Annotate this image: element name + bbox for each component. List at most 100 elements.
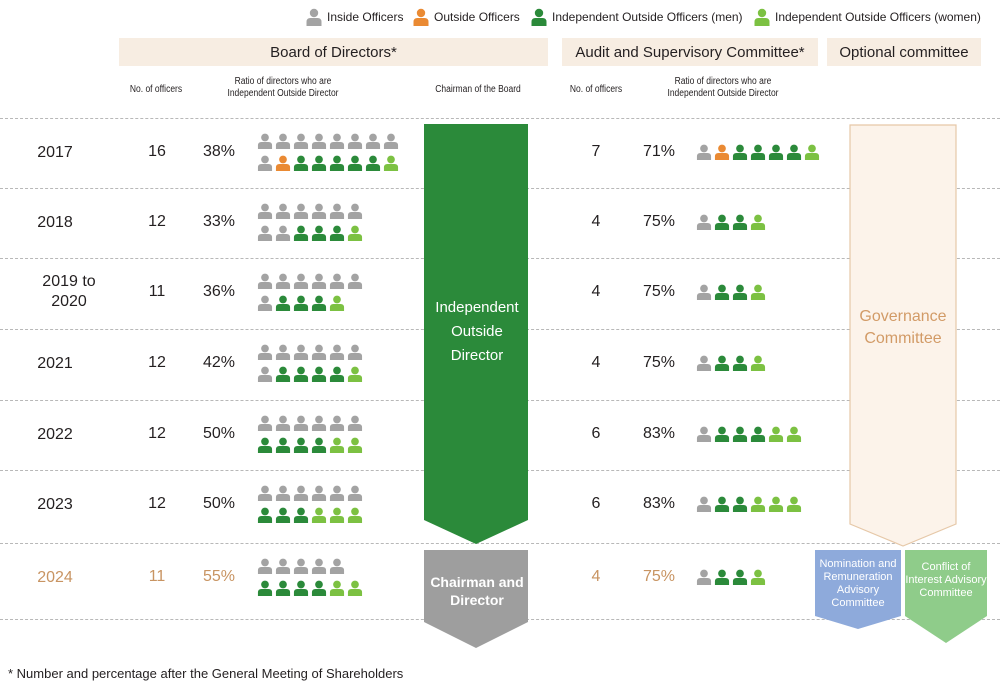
person-icon [768,144,784,165]
person-icon [347,273,363,294]
person-icon [275,155,291,176]
audit-officer-count: 4 [591,568,601,585]
person-icon [293,155,309,176]
person-icon [257,437,273,458]
person-icon [275,507,291,528]
row-year: 2023 [37,496,73,513]
person-icon [413,8,429,26]
person-icon [311,437,327,458]
person-icon [696,144,712,165]
board-independent-ratio: 50% [202,495,236,512]
person-icon [714,144,730,165]
person-icon [275,203,291,224]
person-icon [275,580,291,601]
person-icon [714,355,730,376]
person-icon [714,496,730,517]
legend-outside: Outside Officers [413,8,520,26]
person-icon [347,203,363,224]
person-icon [275,366,291,387]
audit-independent-ratio: 75% [642,283,676,300]
person-icon [293,225,309,246]
chairman-independent-label: Independent Outside Director [435,299,519,364]
board-officer-count: 16 [148,143,166,160]
board-officer-count: 12 [148,354,166,371]
audit-officer-count: 4 [591,213,601,230]
person-icon [275,558,291,579]
board-independent-ratio: 38% [202,143,236,160]
person-icon [383,155,399,176]
person-icon [257,580,273,601]
audit-independent-ratio: 83% [642,495,676,512]
audit-officer-count: 4 [591,283,601,300]
person-icon [311,344,327,365]
row-year: 2021 [37,355,73,372]
person-icon [329,558,345,579]
person-icon [311,485,327,506]
person-icon [257,415,273,436]
person-icon [257,203,273,224]
person-icon [311,366,327,387]
audit-independent-ratio: 75% [642,354,676,371]
person-icon [786,496,802,517]
person-icon [293,295,309,316]
person-icon [293,507,309,528]
person-icon [347,225,363,246]
board-independent-ratio: 33% [202,213,236,230]
person-icon [293,558,309,579]
chairman-independent-arrow [424,124,528,544]
governance-committee-label: Governance Committee [859,308,947,347]
person-icon [311,415,327,436]
row-year: 2022 [37,426,73,443]
person-icon [311,580,327,601]
person-icon [275,295,291,316]
nomination-committee-box [815,550,901,629]
person-icon [750,144,766,165]
person-icon [347,344,363,365]
person-icon [311,507,327,528]
audit-officer-count: 6 [591,425,601,442]
footnote: * Number and percentage after the Genera… [8,666,404,681]
person-icon [293,133,309,154]
row-divider [0,543,1000,544]
person-icon [329,415,345,436]
person-icon [714,426,730,447]
legend-ind-women: Independent Outside Officers (women) [754,8,981,26]
person-icon [275,344,291,365]
person-icon [383,133,399,154]
legend-label: Independent Outside Officers (men) [552,10,743,24]
person-icon [311,295,327,316]
person-icon [750,355,766,376]
person-icon [257,558,273,579]
person-icon [257,344,273,365]
person-icon [275,485,291,506]
person-icon [714,214,730,235]
legend-label: Inside Officers [327,10,404,24]
person-icon [750,214,766,235]
person-icon [531,8,547,26]
audit-officer-count: 7 [591,143,601,160]
person-icon [714,569,730,590]
person-icon [329,203,345,224]
row-year: 2019 to 2020 [42,273,96,310]
person-icon [365,155,381,176]
person-icon [329,295,345,316]
person-icon [257,155,273,176]
person-icon [347,437,363,458]
governance-committee-arrow [849,124,957,547]
person-icon [275,415,291,436]
person-icon [311,225,327,246]
board-independent-ratio: 55% [202,568,236,585]
person-icon [786,144,802,165]
legend-inside: Inside Officers [306,8,403,26]
person-icon [732,496,748,517]
person-icon [257,133,273,154]
person-icon [732,426,748,447]
person-icon [257,273,273,294]
person-icon [293,437,309,458]
person-icon [696,284,712,305]
person-icon [311,133,327,154]
board-officer-count: 12 [148,495,166,512]
person-icon [347,155,363,176]
person-icon [750,284,766,305]
person-icon [347,366,363,387]
